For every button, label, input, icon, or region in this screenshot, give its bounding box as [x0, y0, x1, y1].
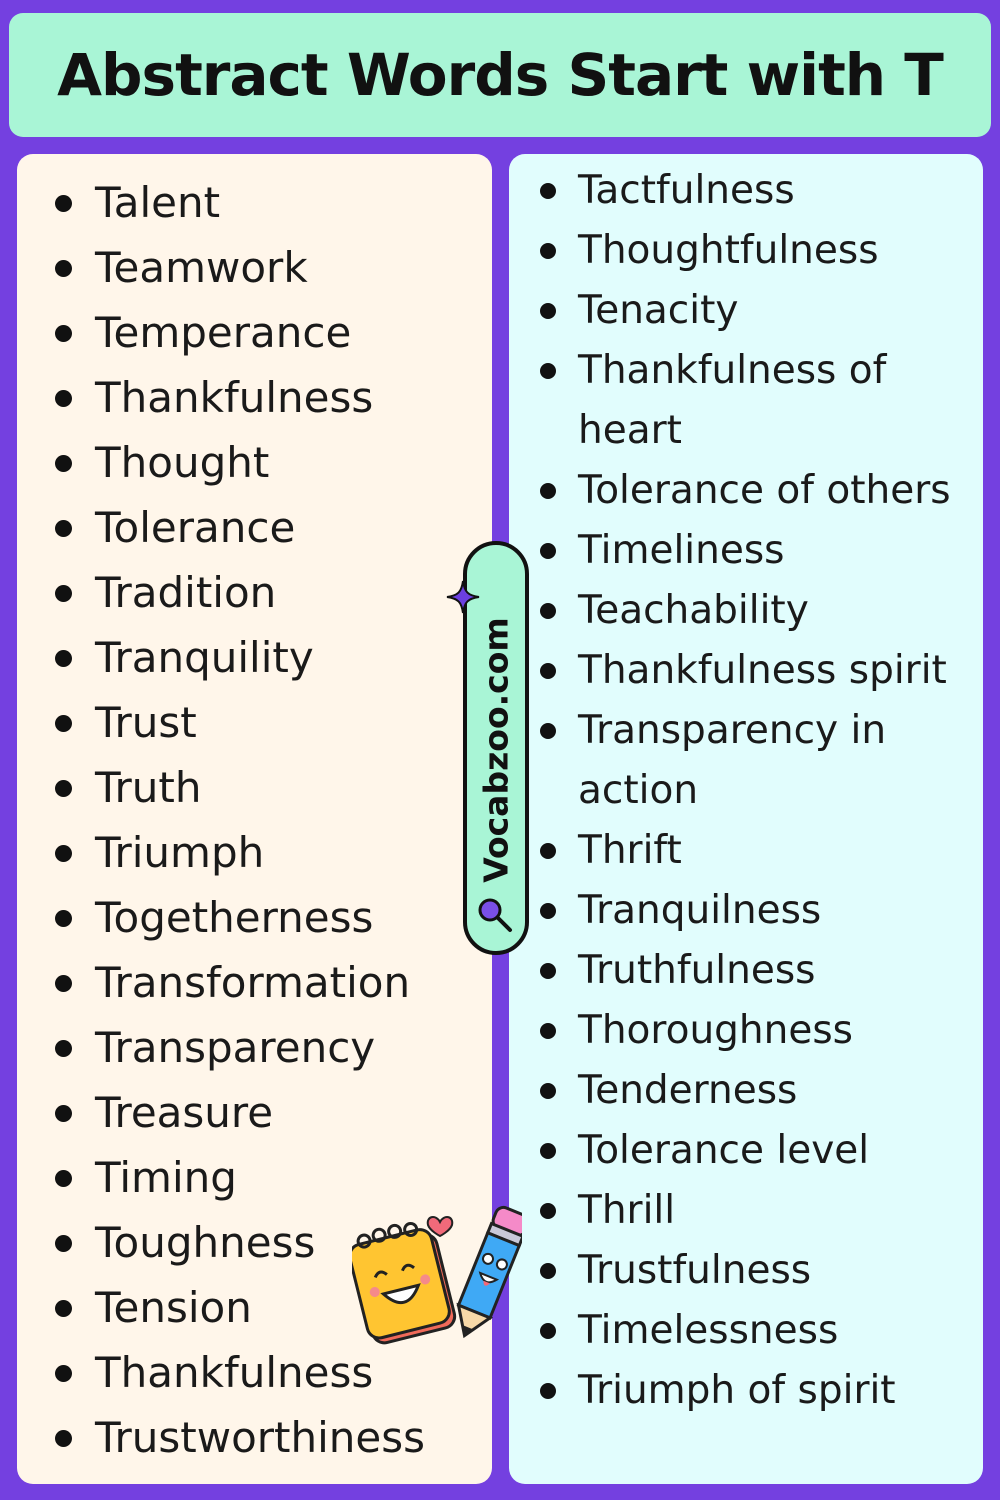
- left-word-panel: Talent Teamwork Temperance Thankfulness …: [17, 154, 492, 1484]
- list-item: Trustfulness: [509, 1241, 983, 1301]
- list-item: Toughness: [17, 1210, 492, 1275]
- list-item: Tranquility: [17, 625, 492, 690]
- list-item: Tolerance: [17, 495, 492, 560]
- list-item: Tactfulness: [509, 161, 983, 221]
- list-item: Tenderness: [509, 1061, 983, 1121]
- brand-text: Vocabzoo.com: [476, 617, 516, 883]
- right-word-panel: Tactfulness Thoughtfulness Tenacity Than…: [509, 154, 983, 1484]
- list-item: Timeliness: [509, 521, 983, 581]
- list-item: Talent: [17, 170, 492, 235]
- title-banner: Abstract Words Start with T: [9, 13, 991, 137]
- list-item: Tradition: [17, 560, 492, 625]
- brand-badge[interactable]: Vocabzoo.com: [463, 541, 529, 955]
- list-item: Thrift: [509, 821, 983, 881]
- page-title: Abstract Words Start with T: [57, 41, 944, 109]
- list-item: Thankfulness: [17, 1340, 492, 1405]
- magnifier-icon: [478, 898, 512, 932]
- list-item: Treasure: [17, 1080, 492, 1145]
- list-item: Thankfulness spirit: [509, 641, 983, 701]
- list-item: Transparency: [17, 1015, 492, 1080]
- left-word-list: Talent Teamwork Temperance Thankfulness …: [17, 154, 492, 1470]
- list-item: Teamwork: [17, 235, 492, 300]
- list-item: Thankfulness of heart: [509, 341, 983, 461]
- list-item: Thought: [17, 430, 492, 495]
- list-item: Thrill: [509, 1181, 983, 1241]
- list-item: Truthfulness: [509, 941, 983, 1001]
- list-item: Teachability: [509, 581, 983, 641]
- list-item: Trust: [17, 690, 492, 755]
- notepad-pencil-sticker-icon: [352, 1205, 522, 1345]
- sparkle-icon: [446, 580, 480, 614]
- list-item: Triumph: [17, 820, 492, 885]
- list-item: Tranquilness: [509, 881, 983, 941]
- list-item: Timelessness: [509, 1301, 983, 1361]
- list-item: Thankfulness: [17, 365, 492, 430]
- list-item: Thoughtfulness: [509, 221, 983, 281]
- list-item: Temperance: [17, 300, 492, 365]
- list-item: Trustworthiness: [17, 1405, 492, 1470]
- list-item: Tolerance level: [509, 1121, 983, 1181]
- list-item: Togetherness: [17, 885, 492, 950]
- list-item: Timing: [17, 1145, 492, 1210]
- right-word-list: Tactfulness Thoughtfulness Tenacity Than…: [509, 154, 983, 1421]
- list-item: Triumph of spirit: [509, 1361, 983, 1421]
- list-item: Transparency in action: [509, 701, 983, 821]
- list-item: Tolerance of others: [509, 461, 983, 521]
- list-item: Thoroughness: [509, 1001, 983, 1061]
- list-item: Tenacity: [509, 281, 983, 341]
- list-item: Transformation: [17, 950, 492, 1015]
- list-item: Tension: [17, 1275, 492, 1340]
- list-item: Truth: [17, 755, 492, 820]
